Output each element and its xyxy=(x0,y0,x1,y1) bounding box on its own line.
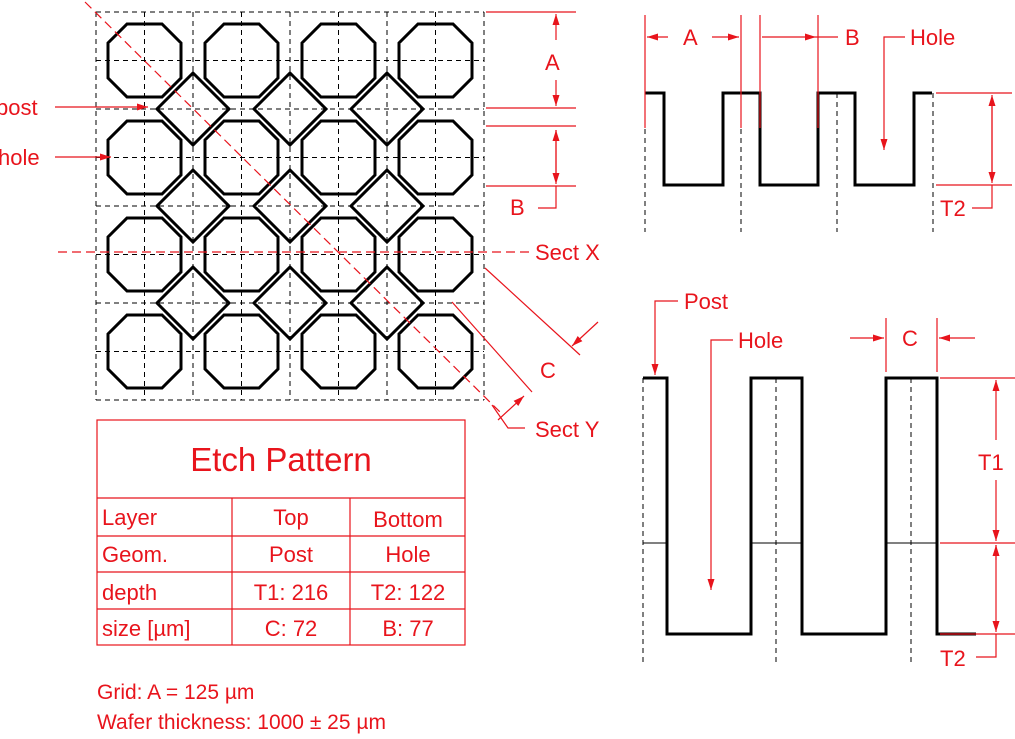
t2-label-sect-x: T2 xyxy=(940,196,966,221)
dim-a-sect-x xyxy=(644,15,742,128)
table-cell: Hole xyxy=(385,542,430,567)
dim-a-pattern xyxy=(486,11,576,109)
table-title: Etch Pattern xyxy=(190,441,372,478)
table-cell: Geom. xyxy=(102,542,168,567)
etch-pattern xyxy=(95,11,485,401)
sect-y-line xyxy=(84,1,501,413)
table-header-cell: Top xyxy=(273,505,308,530)
hole-label: hole xyxy=(0,145,40,170)
post-label: post xyxy=(0,95,38,120)
hole-leader-sect-y xyxy=(707,339,733,590)
table-cell: depth xyxy=(102,580,157,605)
table-header-cell: Layer xyxy=(102,505,157,530)
dim-b-label-sect-x: B xyxy=(845,25,860,50)
dim-c-pattern xyxy=(451,267,599,421)
hole-leader-sect-x xyxy=(880,36,905,150)
t2-label-sect-y: T2 xyxy=(940,646,966,671)
table-cell: T2: 122 xyxy=(371,580,446,605)
table-cell: T1: 216 xyxy=(254,580,329,605)
dim-a-label-pattern: A xyxy=(545,50,560,75)
dim-t1-t2-sect-y xyxy=(940,377,1015,658)
table-header-cell: Bottom xyxy=(373,507,443,532)
pattern-outline xyxy=(106,22,474,390)
dashed-grid xyxy=(95,11,485,401)
t1-label-sect-y: T1 xyxy=(978,450,1004,475)
dim-t2-sect-x xyxy=(936,92,1012,209)
etch-pattern-table xyxy=(96,419,466,646)
wafer-thickness-note: Wafer thickness: 1000 ± 25 µm xyxy=(97,711,386,734)
section-y-profile xyxy=(642,376,976,665)
sect-y-label: Sect Y xyxy=(535,417,600,442)
grid-note: Grid: A = 125 µm xyxy=(97,681,255,704)
dim-a-label-sect-x: A xyxy=(683,25,698,50)
dim-c-sect-y xyxy=(850,318,975,372)
dim-c-label-pattern: C xyxy=(540,358,556,383)
sect-x-label: Sect X xyxy=(535,240,600,265)
sect-y-leader xyxy=(491,404,525,429)
post-label-sect-y: Post xyxy=(684,289,728,314)
table-cell: Post xyxy=(269,542,313,567)
section-x-profile xyxy=(644,91,934,232)
hole-label-sect-x: Hole xyxy=(910,25,955,50)
dim-b-sect-x xyxy=(759,15,838,128)
table-cell: size [µm] xyxy=(102,616,190,641)
dim-c-label-sect-y: C xyxy=(902,326,918,351)
dim-b-label-pattern: B xyxy=(510,195,525,220)
dim-b-pattern xyxy=(486,125,576,209)
table-cell: B: 77 xyxy=(382,616,433,641)
table-cell: C: 72 xyxy=(265,616,318,641)
post-leader-sect-y xyxy=(651,300,678,375)
hole-label-sect-y: Hole xyxy=(738,328,783,353)
